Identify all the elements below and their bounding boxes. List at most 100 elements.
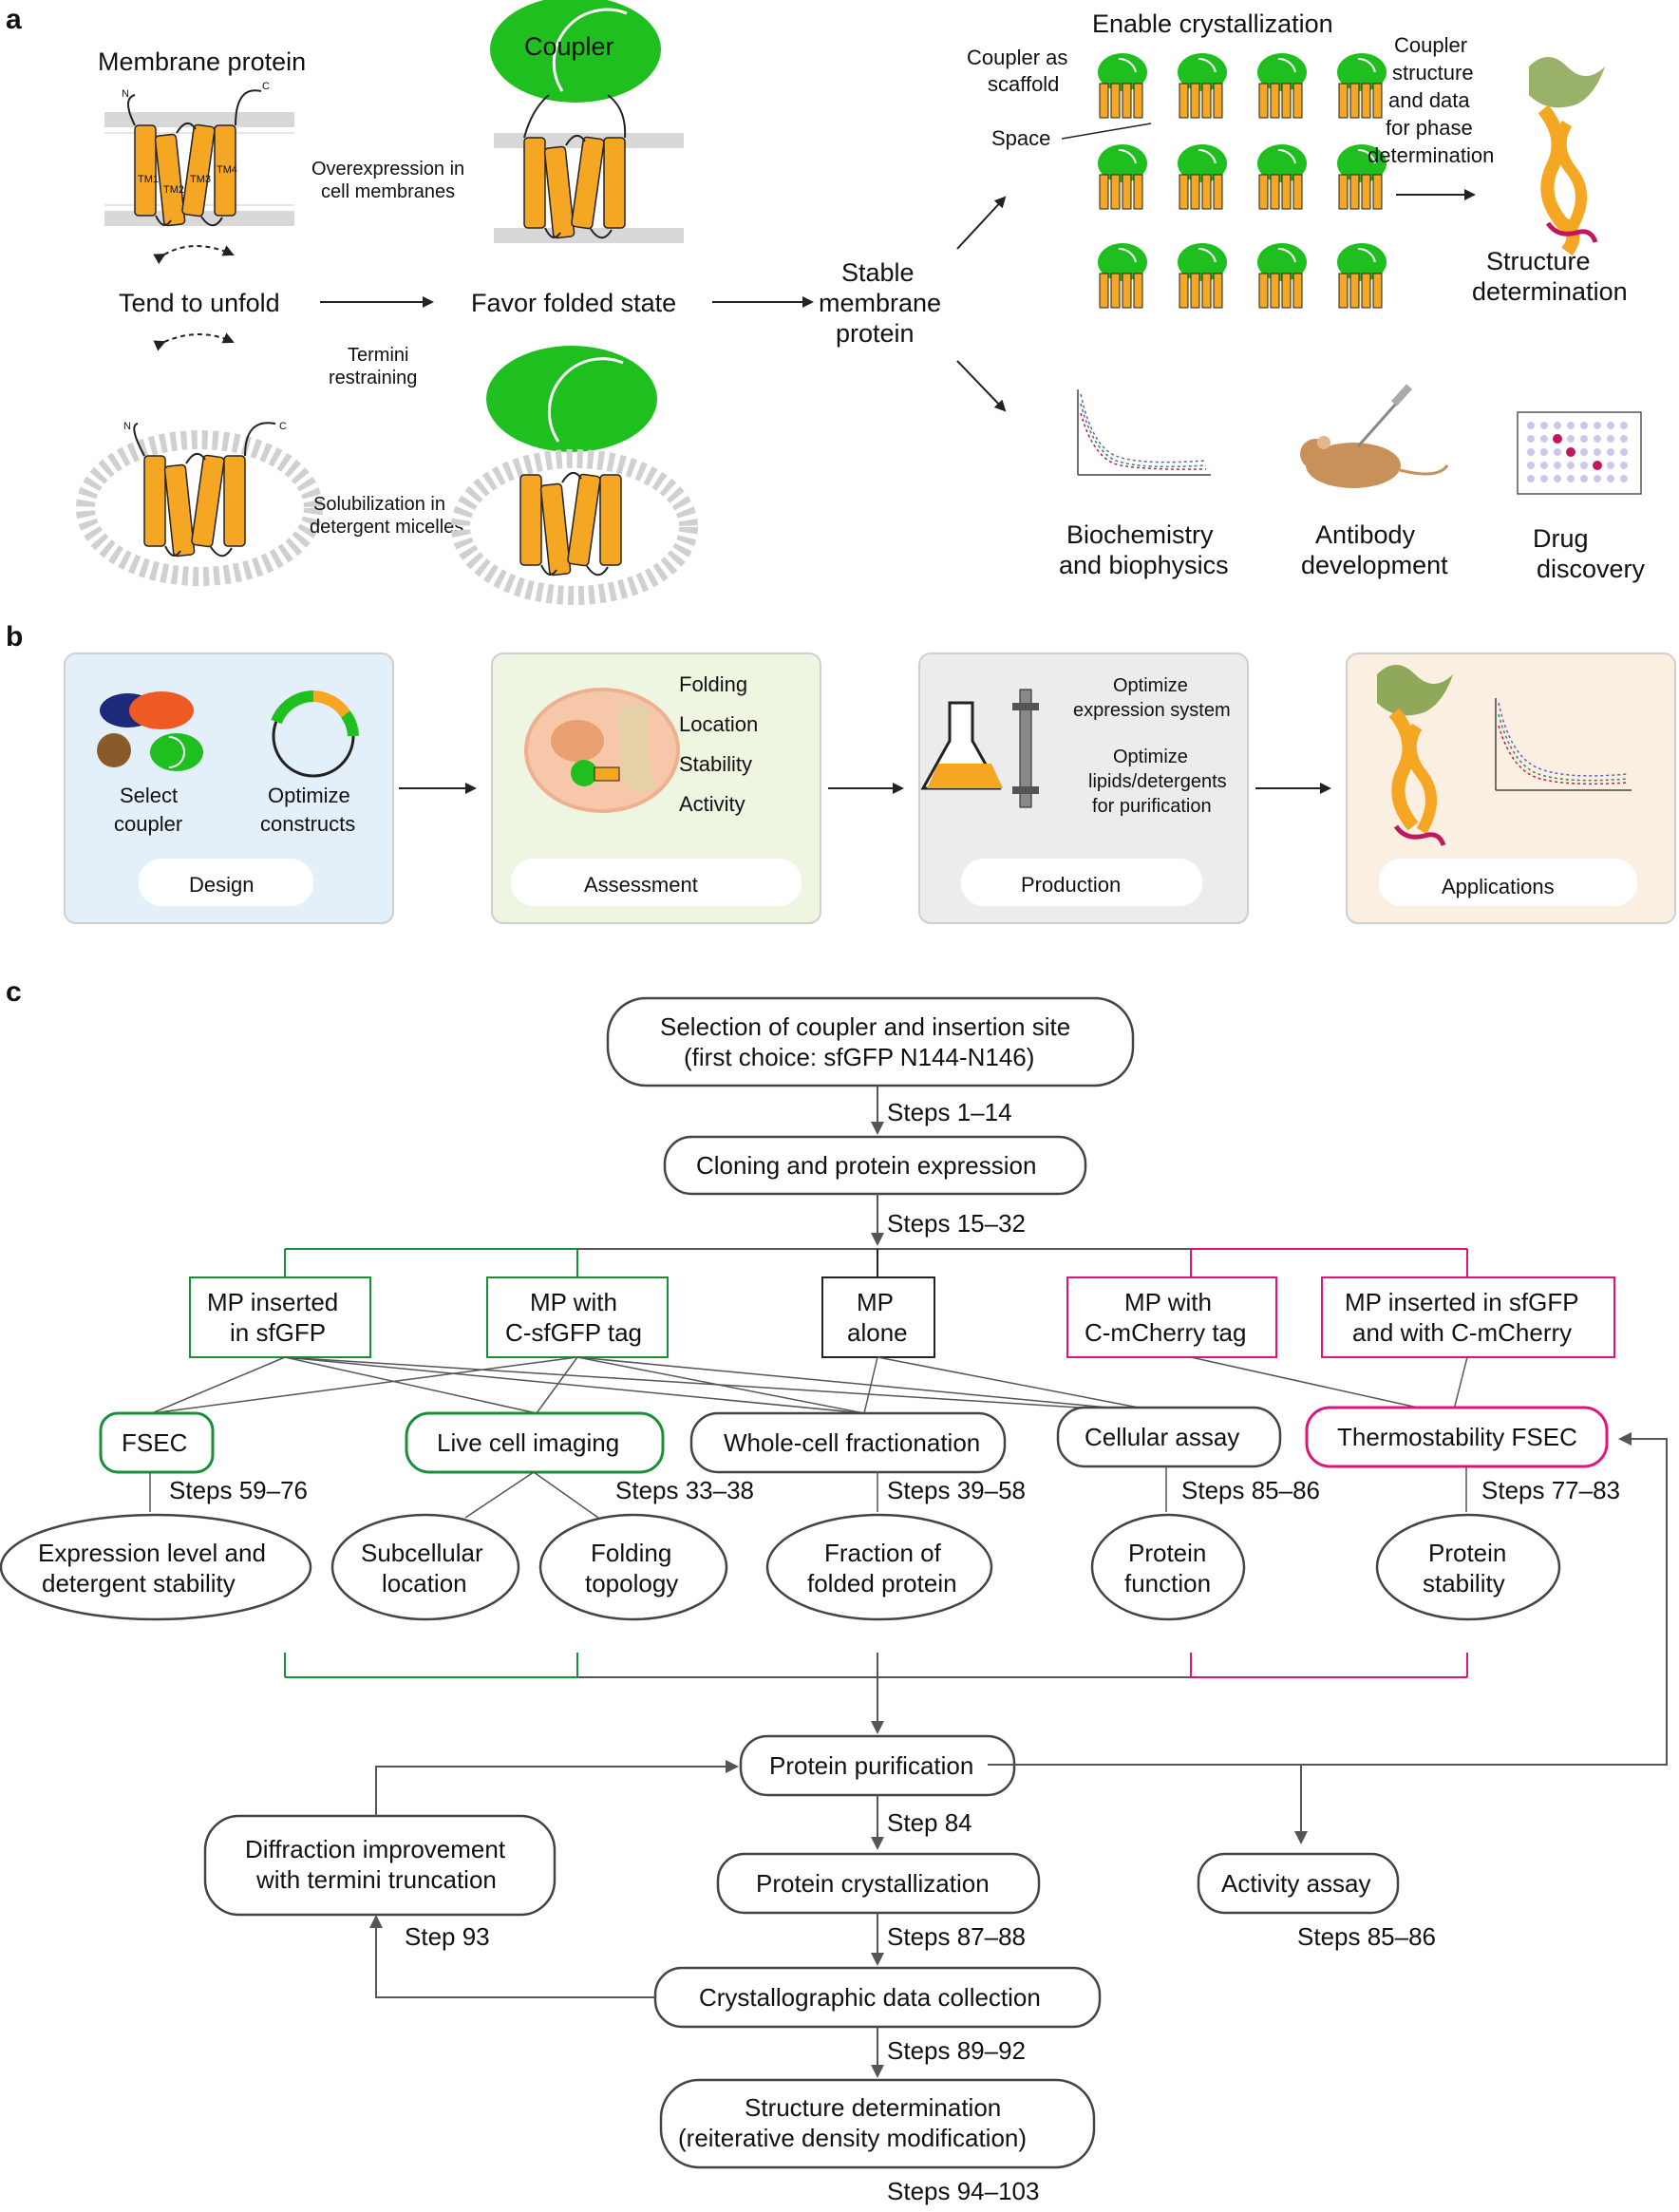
detergent-micelle-right xyxy=(451,449,698,605)
coupler-label: Coupler xyxy=(524,32,614,61)
coupler-structure-line2: structure xyxy=(1392,61,1474,85)
steps-39-58: Steps 39–58 xyxy=(887,1476,1026,1504)
coupled-protein-bottom xyxy=(519,471,622,577)
crystallization-label: Protein crystallization xyxy=(756,1869,990,1898)
coupler-structure-line5: determination xyxy=(1368,143,1494,167)
assessment-pill xyxy=(511,859,802,906)
protein-stability-line1: Protein xyxy=(1428,1539,1506,1567)
protein-function-line1: Protein xyxy=(1128,1539,1206,1567)
stable-line1: Stable xyxy=(841,258,915,287)
ribbon-structure-a xyxy=(1529,57,1605,256)
overexpression-line1: Overexpression in xyxy=(311,159,464,180)
n-terminus-label: N xyxy=(122,88,129,100)
tm1-label: TM1 xyxy=(138,174,159,185)
panel-a-letter: a xyxy=(6,4,22,35)
biochem-line2: and biophysics xyxy=(1059,551,1229,579)
steps-85-86b: Steps 85–86 xyxy=(1297,1922,1436,1951)
drug-line2: discovery xyxy=(1537,555,1646,583)
coupler-shape-top xyxy=(490,0,661,103)
select-coupler-line2: coupler xyxy=(114,812,182,836)
diffraction-line2: with termini truncation xyxy=(255,1865,497,1894)
whole-cell-label: Whole-cell fractionation xyxy=(724,1428,980,1457)
mouse-icon xyxy=(1300,384,1449,488)
assessment-label: Assessment xyxy=(584,873,698,897)
protein-function-node xyxy=(1090,1513,1246,1621)
step-93: Step 93 xyxy=(405,1922,490,1951)
production-label: Production xyxy=(1021,873,1121,897)
mp-cmcherry-node xyxy=(1066,1276,1277,1358)
mp-both-line2: and with C-mCherry xyxy=(1352,1318,1572,1347)
tm3-label: TM3 xyxy=(190,174,211,185)
expression-level-line1: Expression level and xyxy=(38,1539,266,1567)
production-pill xyxy=(961,859,1202,906)
mp-alone-line1: MP xyxy=(857,1288,894,1316)
panel-c-letter: c xyxy=(6,976,22,1008)
thermo-fsec-label: Thermostability FSEC xyxy=(1337,1423,1577,1451)
protein-function-line2: function xyxy=(1124,1569,1211,1598)
structure-det-line2: determination xyxy=(1472,277,1628,306)
ribbon-structure-b xyxy=(1377,665,1453,846)
fsec-label: FSEC xyxy=(122,1428,187,1457)
mp-csfgfp-line2: C-sfGFP tag xyxy=(505,1318,642,1347)
mp-alone-line2: alone xyxy=(847,1318,908,1347)
solubilization-line1: Solubilization in xyxy=(313,494,445,515)
coupled-protein-top xyxy=(523,134,626,239)
space-label: Space xyxy=(991,126,1050,150)
protein-stability-node xyxy=(1375,1513,1561,1621)
assessment-location: Location xyxy=(679,712,758,736)
mp-both-node xyxy=(1321,1276,1615,1358)
steps-1-14: Steps 1–14 xyxy=(887,1098,1012,1126)
cloning-node xyxy=(663,1135,1087,1196)
applications-label: Applications xyxy=(1442,875,1555,898)
membrane-protein-bottom xyxy=(143,452,246,558)
selection-line2: (first choice: sfGFP N144-N146) xyxy=(684,1043,1034,1071)
column-icon xyxy=(1012,689,1039,808)
cloning-label: Cloning and protein expression xyxy=(696,1151,1036,1180)
fraction-folded-line1: Fraction of xyxy=(824,1539,942,1567)
mp-cmcherry-line1: MP with xyxy=(1124,1288,1212,1316)
enable-crystallization: Enable crystallization xyxy=(1092,9,1333,38)
solubilization-line2: detergent micelles xyxy=(310,517,463,538)
fsec-node xyxy=(99,1411,215,1474)
whole-cell-node xyxy=(689,1411,1007,1474)
steps-94-103: Steps 94–103 xyxy=(887,2177,1039,2205)
antibody-line2: development xyxy=(1301,551,1448,579)
drug-line1: Drug xyxy=(1533,524,1589,553)
termini-line1: Termini xyxy=(348,345,408,366)
detergent-micelle-left xyxy=(76,430,323,586)
select-coupler-line1: Select xyxy=(120,784,178,807)
binding-curve-b xyxy=(1495,698,1632,791)
fraction-folded-node xyxy=(765,1513,993,1621)
mp-inserted-node xyxy=(189,1276,371,1358)
expression-level-node xyxy=(0,1513,312,1621)
folding-topology-node xyxy=(538,1513,728,1621)
folding-topology-line1: Folding xyxy=(591,1539,671,1567)
structure-determination-line1: Structure determination xyxy=(745,2093,1001,2122)
subcellular-node xyxy=(330,1513,520,1621)
stable-line2: membrane xyxy=(819,289,941,317)
tm2-label: TM2 xyxy=(163,184,184,196)
cell-icon xyxy=(524,688,680,813)
feedback-arrow xyxy=(1014,1432,1668,1766)
selection-node xyxy=(606,996,1135,1087)
c-terminus-label: C xyxy=(262,81,270,92)
assessment-stability: Stability xyxy=(679,752,752,776)
step-84: Step 84 xyxy=(887,1808,972,1837)
cellular-assay-label: Cellular assay xyxy=(1085,1423,1239,1451)
purification-label: Protein purification xyxy=(769,1751,973,1780)
opt-expression-line1: Optimize xyxy=(1113,675,1188,696)
mp-both-line1: MP inserted in sfGFP xyxy=(1345,1288,1579,1316)
tend-to-unfold: Tend to unfold xyxy=(119,289,280,317)
live-cell-label: Live cell imaging xyxy=(437,1428,619,1457)
production-box xyxy=(918,652,1249,924)
assay-connectors xyxy=(151,1356,1468,1414)
data-collection-label: Crystallographic data collection xyxy=(699,1983,1041,2012)
mp-inserted-line2: in sfGFP xyxy=(230,1318,326,1347)
activity-assay-node xyxy=(1197,1852,1400,1915)
steps-77-83: Steps 77–83 xyxy=(1481,1476,1620,1504)
coupler-shape-bottom xyxy=(486,346,657,452)
opt-lipids-line2: lipids/detergents xyxy=(1088,771,1227,792)
design-label: Design xyxy=(189,873,254,897)
fraction-folded-line2: folded protein xyxy=(807,1569,957,1598)
